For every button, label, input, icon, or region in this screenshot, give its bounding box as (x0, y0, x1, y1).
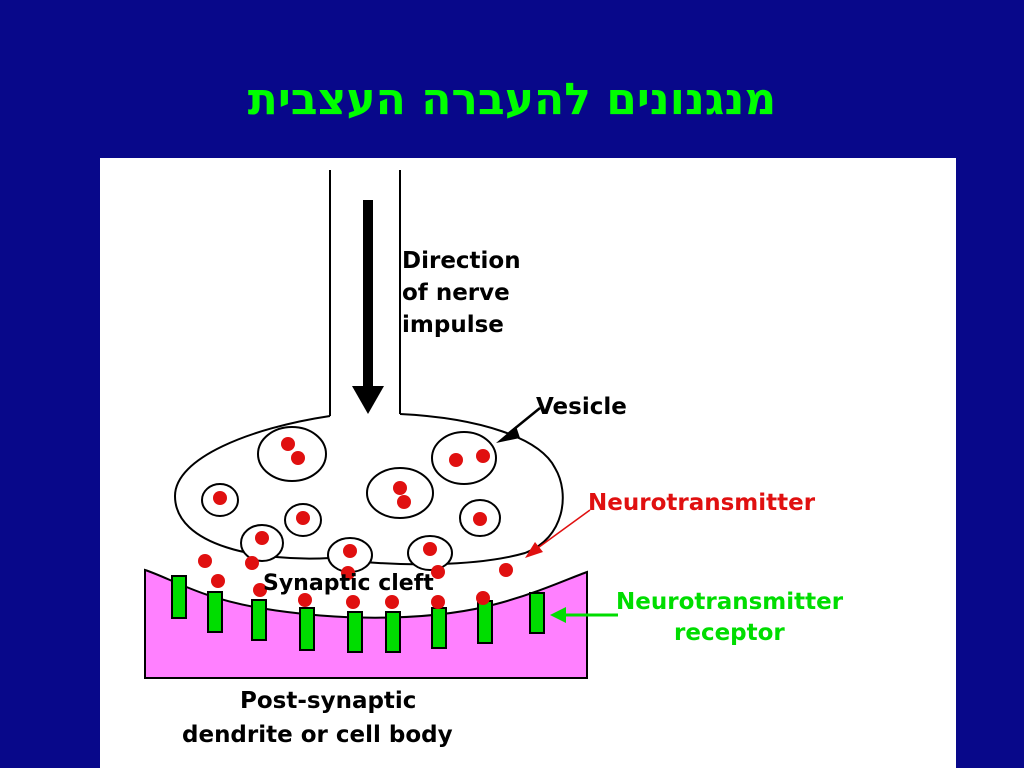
direction-label-line2: of nerve (402, 280, 510, 306)
synapse-diagram: Direction of nerve impulse Vesicle Neuro… (100, 158, 956, 768)
receptor (251, 599, 267, 641)
neurotransmitter-molecule (211, 574, 225, 588)
postsynaptic-label-line2: dendrite or cell body (182, 722, 453, 748)
neurotransmitter-molecule (499, 563, 513, 577)
neurotransmitter-molecule (346, 595, 360, 609)
neurotransmitter-molecule (423, 542, 437, 556)
free-neurotransmitters (198, 554, 513, 609)
neurotransmitter-molecule (298, 593, 312, 607)
neurotransmitter-molecule (341, 566, 355, 580)
axon (329, 170, 401, 416)
neurotransmitter-molecule (213, 491, 227, 505)
receptor-label-line2: receptor (674, 620, 785, 646)
vesicle (366, 467, 434, 519)
receptor (171, 575, 187, 619)
receptor (477, 600, 493, 644)
vesicle (407, 535, 453, 571)
neurotransmitter-molecule (476, 449, 490, 463)
receptor (207, 591, 223, 633)
neurotransmitter-molecule (198, 554, 212, 568)
postsynaptic-label-line1: Post-synaptic (240, 688, 416, 714)
synaptic-cleft-label: Synaptic cleft (263, 571, 434, 596)
neurotransmitter-molecule (431, 565, 445, 579)
receptor (529, 592, 545, 634)
neurotransmitter-molecule (281, 437, 295, 451)
vesicle-pointer (496, 407, 541, 443)
vesicle (201, 483, 239, 517)
neurotransmitter-molecule (245, 556, 259, 570)
vesicle-label: Vesicle (536, 394, 627, 420)
receptor-pointer (550, 607, 618, 623)
vesicle (240, 524, 284, 562)
neurotransmitter-molecule (253, 583, 267, 597)
vesicles (201, 426, 501, 573)
neurotransmitter-molecule (255, 531, 269, 545)
vesicle (459, 499, 501, 537)
neurotransmitter-receptors (171, 575, 545, 653)
direction-label-line1: Direction (402, 248, 521, 274)
slide-title: מנגנונים להעברה העצבית (247, 74, 777, 125)
receptor-label-line1: Neurotransmitter (616, 589, 844, 615)
receptor (347, 611, 363, 653)
neurotransmitter-molecule (393, 481, 407, 495)
nerve-impulse-arrow (352, 200, 384, 414)
receptor (431, 607, 447, 649)
direction-label-line3: impulse (402, 312, 504, 338)
neurotransmitter-molecule (385, 595, 399, 609)
neurotransmitter-molecule (473, 512, 487, 526)
neurotransmitter-molecule (476, 591, 490, 605)
receptor (299, 607, 315, 651)
neurotransmitter-molecule (343, 544, 357, 558)
neurotransmitter-label: Neurotransmitter (588, 490, 816, 516)
neurotransmitter-molecule (449, 453, 463, 467)
neurotransmitter-molecule (296, 511, 310, 525)
vesicle (284, 503, 322, 537)
vesicle (257, 426, 327, 482)
receptor (385, 611, 401, 653)
neurotransmitter-molecule (397, 495, 411, 509)
vesicle (431, 431, 497, 485)
neurotransmitter-pointer (525, 509, 591, 558)
neurotransmitter-molecule (291, 451, 305, 465)
neurotransmitter-molecule (431, 595, 445, 609)
